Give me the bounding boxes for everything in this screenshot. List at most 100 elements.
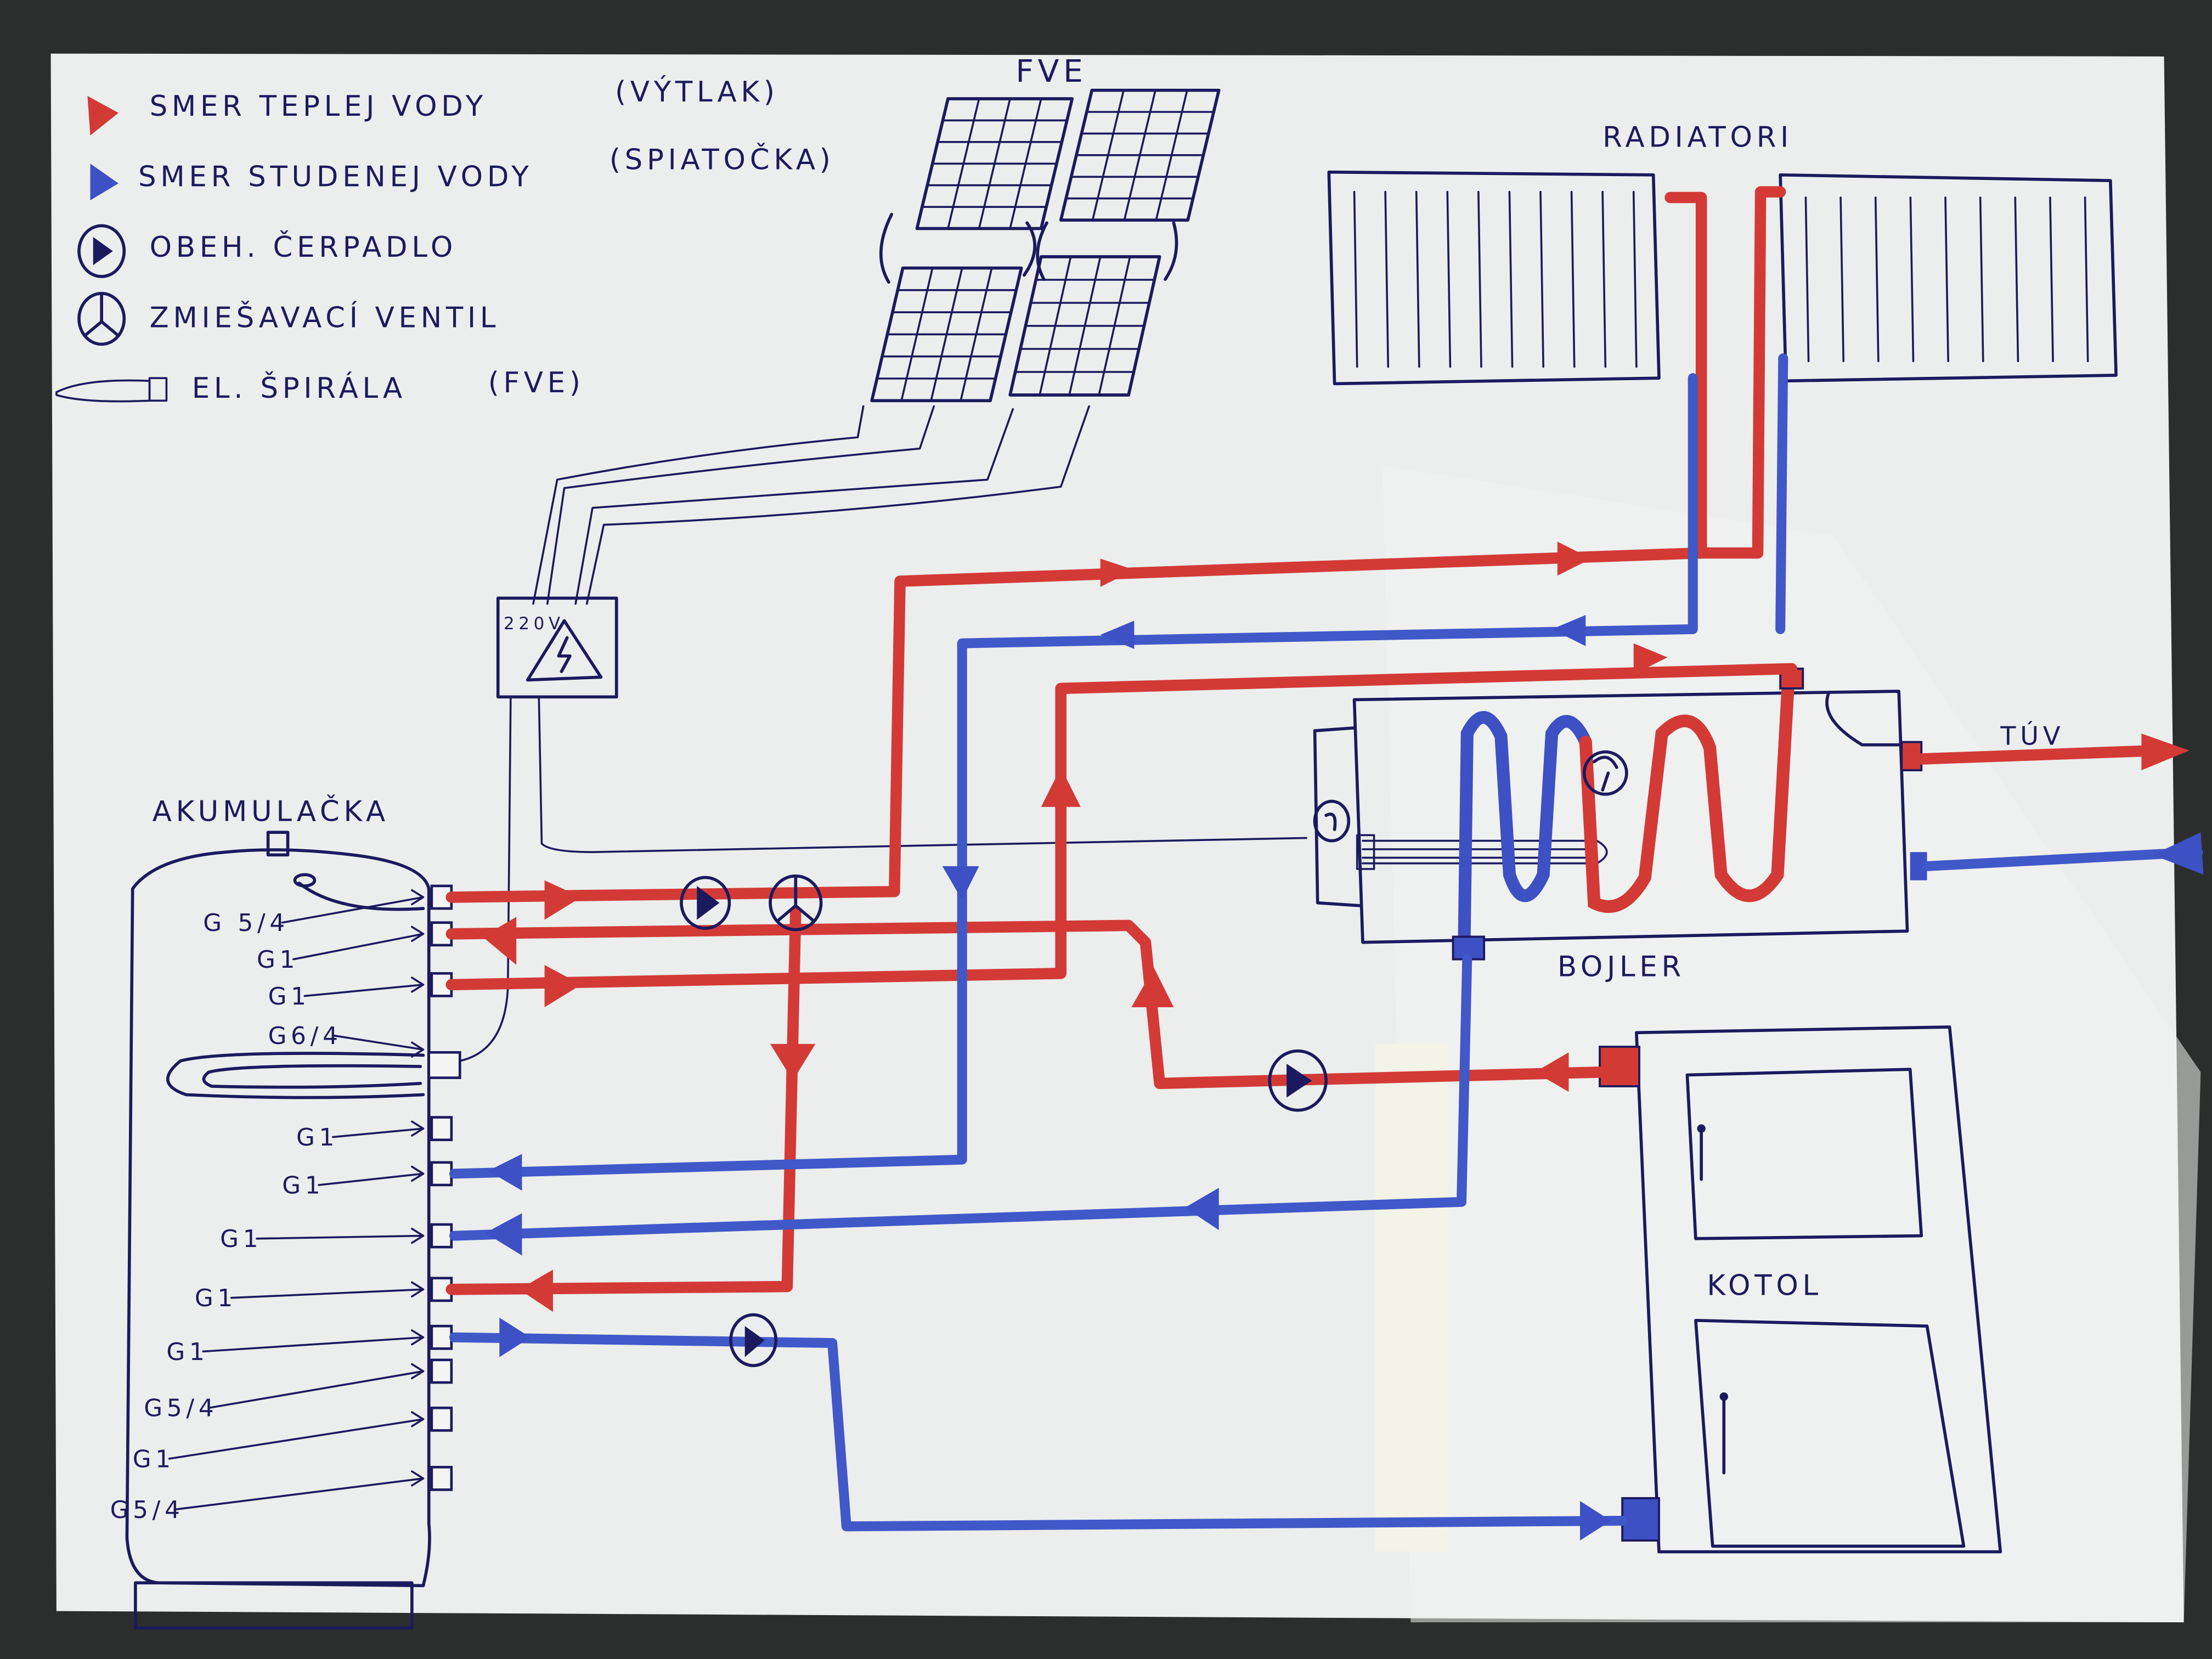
flow-arrow-icon xyxy=(1185,1188,1219,1231)
solar-cable xyxy=(574,408,1014,605)
circulation-pump xyxy=(1268,1049,1328,1112)
pipe-boiler-return xyxy=(449,954,1472,1241)
hot-water-label: TÚV xyxy=(2000,721,2064,751)
furnace-upper-door xyxy=(1685,1068,1923,1240)
legend-label-valve: ZMIEŠAVACÍ VENTIL xyxy=(150,301,500,335)
tank-port xyxy=(430,1161,453,1187)
tank-port-label: G5/4 xyxy=(144,1395,218,1423)
flow-arrow-icon xyxy=(770,1043,816,1081)
pipe-radiator-return xyxy=(449,373,1698,1179)
legend: SMER TEPLEJ VODY (VÝTLAK) SMER STUDENEJ … xyxy=(55,75,835,405)
flow-arrow-icon xyxy=(1580,1501,1611,1541)
pointer-arrow xyxy=(281,896,425,924)
furnace-body xyxy=(1635,1025,2002,1554)
tank-port xyxy=(430,1116,453,1142)
radiator-fin xyxy=(1944,196,1949,363)
pointer-arrow xyxy=(332,1034,425,1051)
radiator-fin xyxy=(1804,196,1810,363)
flow-arrow-icon xyxy=(942,866,979,900)
pointer-arrow xyxy=(207,1370,425,1409)
radiator-fin xyxy=(2049,196,2054,363)
inverter-box: 220V xyxy=(459,596,1307,1062)
flow-arrow-icon xyxy=(1131,968,1174,1007)
tank-heating-element xyxy=(166,1051,461,1099)
tank-port-label: G1 xyxy=(166,1338,208,1366)
radiator-right xyxy=(1779,173,2118,383)
flow-arrow-icon xyxy=(1100,620,1135,649)
radiator-fin xyxy=(1415,190,1420,368)
red-arrow-icon xyxy=(87,95,119,136)
flow-arrow-icon xyxy=(544,964,582,1007)
radiator-fin xyxy=(1839,196,1845,363)
pipe-to-furnace xyxy=(449,1332,1628,1532)
hot-pipes xyxy=(445,186,1797,1295)
pump-icon xyxy=(77,224,126,278)
tank-body xyxy=(125,848,431,1588)
storage-tank: AKUMULAČKA G 5/4G1G1G6/4G1G1G1G1G1G5/4G1… xyxy=(110,794,461,1630)
tank-port xyxy=(430,1358,453,1384)
radiator-fin xyxy=(1632,190,1638,368)
heating-element-icon xyxy=(55,377,168,403)
flow-arrow-icon xyxy=(1551,615,1586,646)
radiator-fin xyxy=(1384,190,1390,368)
furnace-label: KOTOL xyxy=(1707,1269,1822,1302)
pointer-arrow xyxy=(292,933,425,961)
mixing-valve xyxy=(769,874,823,932)
furnace: KOTOL xyxy=(1599,1025,2002,1554)
radiator-fin xyxy=(1874,196,1880,363)
circulation-pump xyxy=(729,1313,778,1367)
tape-strip xyxy=(1375,1043,1449,1552)
high-voltage-icon xyxy=(526,619,603,682)
legend-label-hot: SMER TEPLEJ VODY xyxy=(150,90,487,123)
radiators-label: RADIATORI xyxy=(1602,121,1793,154)
voltage-label: 220V xyxy=(504,614,565,634)
tank-port-label: G1 xyxy=(268,983,311,1011)
flow-arrow-icon xyxy=(1041,767,1081,807)
boiler: BOJLER xyxy=(1313,665,1927,983)
legend-note-cold: (SPIATOČKA) xyxy=(610,143,835,177)
solar-panel xyxy=(870,266,1023,403)
flow-arrow-icon xyxy=(485,1213,522,1256)
flow-arrow-icon xyxy=(2153,832,2204,875)
pointer-arrow xyxy=(202,1336,425,1353)
tank-port-label: G1 xyxy=(195,1284,237,1312)
boiler-label: BOJLER xyxy=(1558,950,1685,983)
radiator-fin xyxy=(1601,190,1607,368)
power-cable-to-tank xyxy=(459,696,512,1062)
flow-arrow-icon xyxy=(1100,558,1135,587)
solar-panel xyxy=(1059,88,1221,222)
power-cable-to-boiler xyxy=(538,696,1307,853)
solar-cable xyxy=(532,405,865,605)
legend-note-element: (FVE) xyxy=(488,366,585,399)
blue-arrow-icon xyxy=(90,163,119,201)
mixing-valve-icon xyxy=(77,292,126,346)
tank-port-label: G1 xyxy=(220,1225,262,1253)
pointer-arrow xyxy=(168,1418,425,1460)
flow-arrow-icon xyxy=(519,1269,553,1312)
tank-top-vent xyxy=(266,831,290,857)
radiator-fin xyxy=(1477,190,1482,368)
radiator-fin xyxy=(1979,196,1984,363)
solar-panels: FVE xyxy=(532,53,1221,605)
solar-panel xyxy=(1008,255,1161,397)
legend-label-element: EL. ŠPIRÁLA xyxy=(192,371,407,405)
tank-port-label: G1 xyxy=(282,1171,324,1199)
tank-base xyxy=(134,1581,414,1630)
hot-water-outlet: TÚV xyxy=(1916,721,2204,875)
tank-port-label: G6/4 xyxy=(268,1022,342,1050)
tank-port-label: G1 xyxy=(257,946,299,974)
flow-arrow-icon xyxy=(1557,541,1592,576)
flow-arrow-icon xyxy=(2141,733,2190,770)
flow-arrow-icon xyxy=(1633,643,1668,675)
radiator-fin xyxy=(1446,190,1452,368)
radiators: RADIATORI xyxy=(1327,121,2118,386)
tank-port-label: G1 xyxy=(133,1445,175,1473)
tank-port xyxy=(430,1406,453,1432)
legend-label-pump: OBEH. ČERPADLO xyxy=(150,230,457,264)
cold-pipes xyxy=(449,353,1788,1532)
tank-port xyxy=(430,1324,453,1350)
pipe-mixing-bypass xyxy=(445,905,802,1295)
thermostat-dial xyxy=(1313,799,1351,843)
